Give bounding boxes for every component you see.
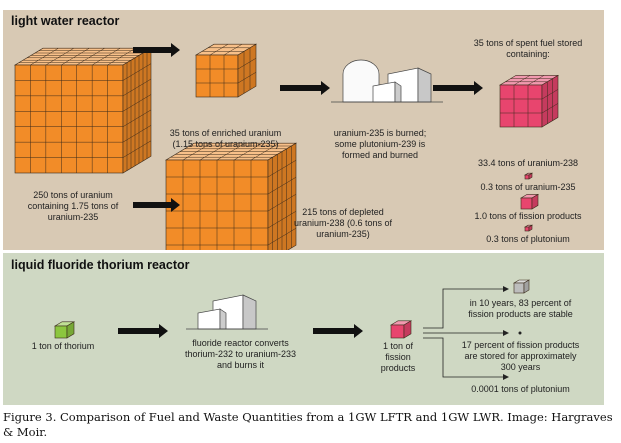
grid-line xyxy=(541,89,559,100)
arrow-to-depleted xyxy=(133,198,180,212)
plutonium-cube xyxy=(523,224,534,232)
cube-side xyxy=(122,47,152,174)
spent-fuel-cube xyxy=(498,74,560,128)
grid-line xyxy=(267,227,297,246)
arrowhead xyxy=(503,286,509,292)
thorium-cube xyxy=(53,321,76,339)
arrow-to-fission-products xyxy=(313,324,363,338)
cube-front xyxy=(499,84,543,128)
arrowhead xyxy=(503,330,509,336)
stored-label: 17 percent of fission products are store… xyxy=(461,340,580,372)
branch-stable xyxy=(423,288,503,329)
branch-plutonium xyxy=(423,337,503,378)
building-side xyxy=(417,67,432,103)
enriched-uranium-label: 35 tons of enriched uranium (1.15 tons o… xyxy=(169,128,282,149)
grid-line xyxy=(30,47,59,66)
lwr-title: light water reactor xyxy=(11,14,120,28)
grid-line xyxy=(122,94,152,112)
cube-side xyxy=(66,321,75,339)
reactor-dome xyxy=(342,59,380,103)
mined-uranium-cube xyxy=(13,47,153,174)
cube-front xyxy=(390,324,405,339)
lwr-panel: light water reactor 250 tons of uranium … xyxy=(3,10,604,250)
figure-caption: Figure 3. Comparison of Fuel and Waste Q… xyxy=(3,410,613,439)
cube-side xyxy=(528,224,533,232)
arrow-to-reactor xyxy=(280,81,330,95)
stable-products-cube xyxy=(512,279,531,294)
cube-front xyxy=(524,226,530,232)
grid-line xyxy=(122,109,152,127)
mined-uranium-label: 250 tons of uranium containing 1.75 tons… xyxy=(27,190,119,222)
u235-label: 0.3 tons of uranium-235 xyxy=(480,182,576,192)
grid-line xyxy=(122,125,152,143)
grid-line xyxy=(527,75,545,86)
grid-line xyxy=(513,75,531,86)
cube-front xyxy=(14,64,124,174)
grid-line xyxy=(107,47,136,66)
grid-line xyxy=(209,43,229,56)
building-annex xyxy=(197,308,221,330)
grid-line xyxy=(223,43,243,56)
lftr-plutonium-label: 0.0001 tons of plutonium xyxy=(471,384,570,394)
lftr-title: liquid fluoride thorium reactor xyxy=(11,258,190,272)
lftr-fission-label: 1 ton of fission products xyxy=(380,341,416,373)
thorium-label: 1 ton of thorium xyxy=(31,341,95,351)
arrow-to-spent-fuel xyxy=(433,81,483,95)
enriched-uranium-cube xyxy=(194,43,258,98)
depleted-uranium-label: 215 tons of depleted uranium-238 (0.6 to… xyxy=(293,207,393,239)
cube-side xyxy=(531,193,539,210)
grid-line xyxy=(122,140,152,158)
cube-front xyxy=(520,197,533,210)
lftr-reactor-label: fluoride reactor converts thorium-232 to… xyxy=(184,338,297,370)
stored-products-dot xyxy=(518,331,522,335)
u238-label: 33.4 tons of uranium-238 xyxy=(477,158,579,168)
cube-front xyxy=(195,54,239,98)
cube-front xyxy=(54,325,68,339)
grid-line xyxy=(61,47,90,66)
arrow-to-fluoride-reactor xyxy=(118,324,168,338)
grid-line xyxy=(76,47,105,66)
cube-side xyxy=(528,172,533,180)
u235-cube xyxy=(523,172,534,180)
annex-side xyxy=(219,308,227,330)
cube-front xyxy=(513,282,525,294)
spent-fuel-label: 35 tons of spent fuel stored containing: xyxy=(473,38,583,59)
lwr-reactor-building xyxy=(331,59,443,103)
arrowhead xyxy=(503,374,509,380)
grid-line xyxy=(237,71,257,84)
annex-side xyxy=(394,81,402,103)
building-side xyxy=(242,294,257,330)
arrow-to-enriched xyxy=(133,43,180,57)
plutonium-label: 0.3 tons of plutonium xyxy=(486,234,570,244)
grid-line xyxy=(237,57,257,70)
grid-line xyxy=(541,103,559,114)
lftr-illustration xyxy=(53,279,531,380)
lwr-reactor-label: uranium-235 is burned; some plutonium-23… xyxy=(333,128,427,160)
lftr-panel: liquid fluoride thorium reactor 1 ton of… xyxy=(3,253,604,405)
fission-products-label: 1.0 tons of fission products xyxy=(474,211,582,221)
grid-line xyxy=(122,78,152,97)
depleted-uranium-cube xyxy=(164,142,298,250)
grid-line xyxy=(45,47,74,66)
fission-products-cube xyxy=(519,193,540,210)
cube-side xyxy=(523,279,530,294)
lftr-fission-cube xyxy=(389,320,413,339)
fluoride-reactor-building xyxy=(186,294,268,330)
grid-line xyxy=(92,47,121,66)
lwr-illustration xyxy=(13,43,560,250)
cube-front xyxy=(524,174,530,180)
stable-label: in 10 years, 83 percent of fission produ… xyxy=(468,298,573,319)
grid-line xyxy=(122,63,152,81)
cube-side xyxy=(403,320,412,339)
